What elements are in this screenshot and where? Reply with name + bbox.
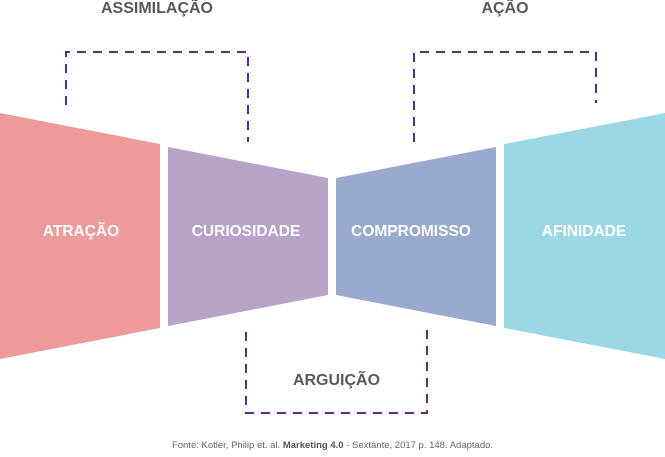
group-label-acao: AÇÃO bbox=[481, 0, 529, 17]
stage-label-compromisso: COMPROMISSO bbox=[351, 223, 471, 240]
stage-shape-atracao bbox=[0, 113, 160, 359]
bracket-assimilacao bbox=[65, 51, 249, 142]
group-label-assimilacao: ASSIMILAÇÃO bbox=[101, 0, 213, 17]
source-suffix: - Sextante, 2017 p. 148. Adaptado. bbox=[343, 440, 494, 451]
stage-shape-afinidade bbox=[504, 113, 665, 359]
group-label-arguicao: ARGUIÇÃO bbox=[292, 372, 381, 389]
stage-shape-curiosidade bbox=[168, 147, 328, 326]
source-title: Marketing 4.0 bbox=[282, 440, 344, 451]
source-prefix: Fonte: Kotler, Philip et. al. bbox=[171, 440, 283, 451]
source-caption: Fonte: Kotler, Philip et. al. Marketing … bbox=[0, 440, 665, 451]
stage-label-atracao: ATRAÇÃO bbox=[42, 223, 120, 240]
stage-label-afinidade: AFINIDADE bbox=[541, 223, 627, 240]
stage-label-curiosidade: CURIOSIDADE bbox=[191, 223, 301, 240]
bracket-arguicao bbox=[245, 326, 428, 414]
bracket-acao bbox=[413, 51, 597, 142]
stage-shape-compromisso bbox=[336, 147, 496, 326]
